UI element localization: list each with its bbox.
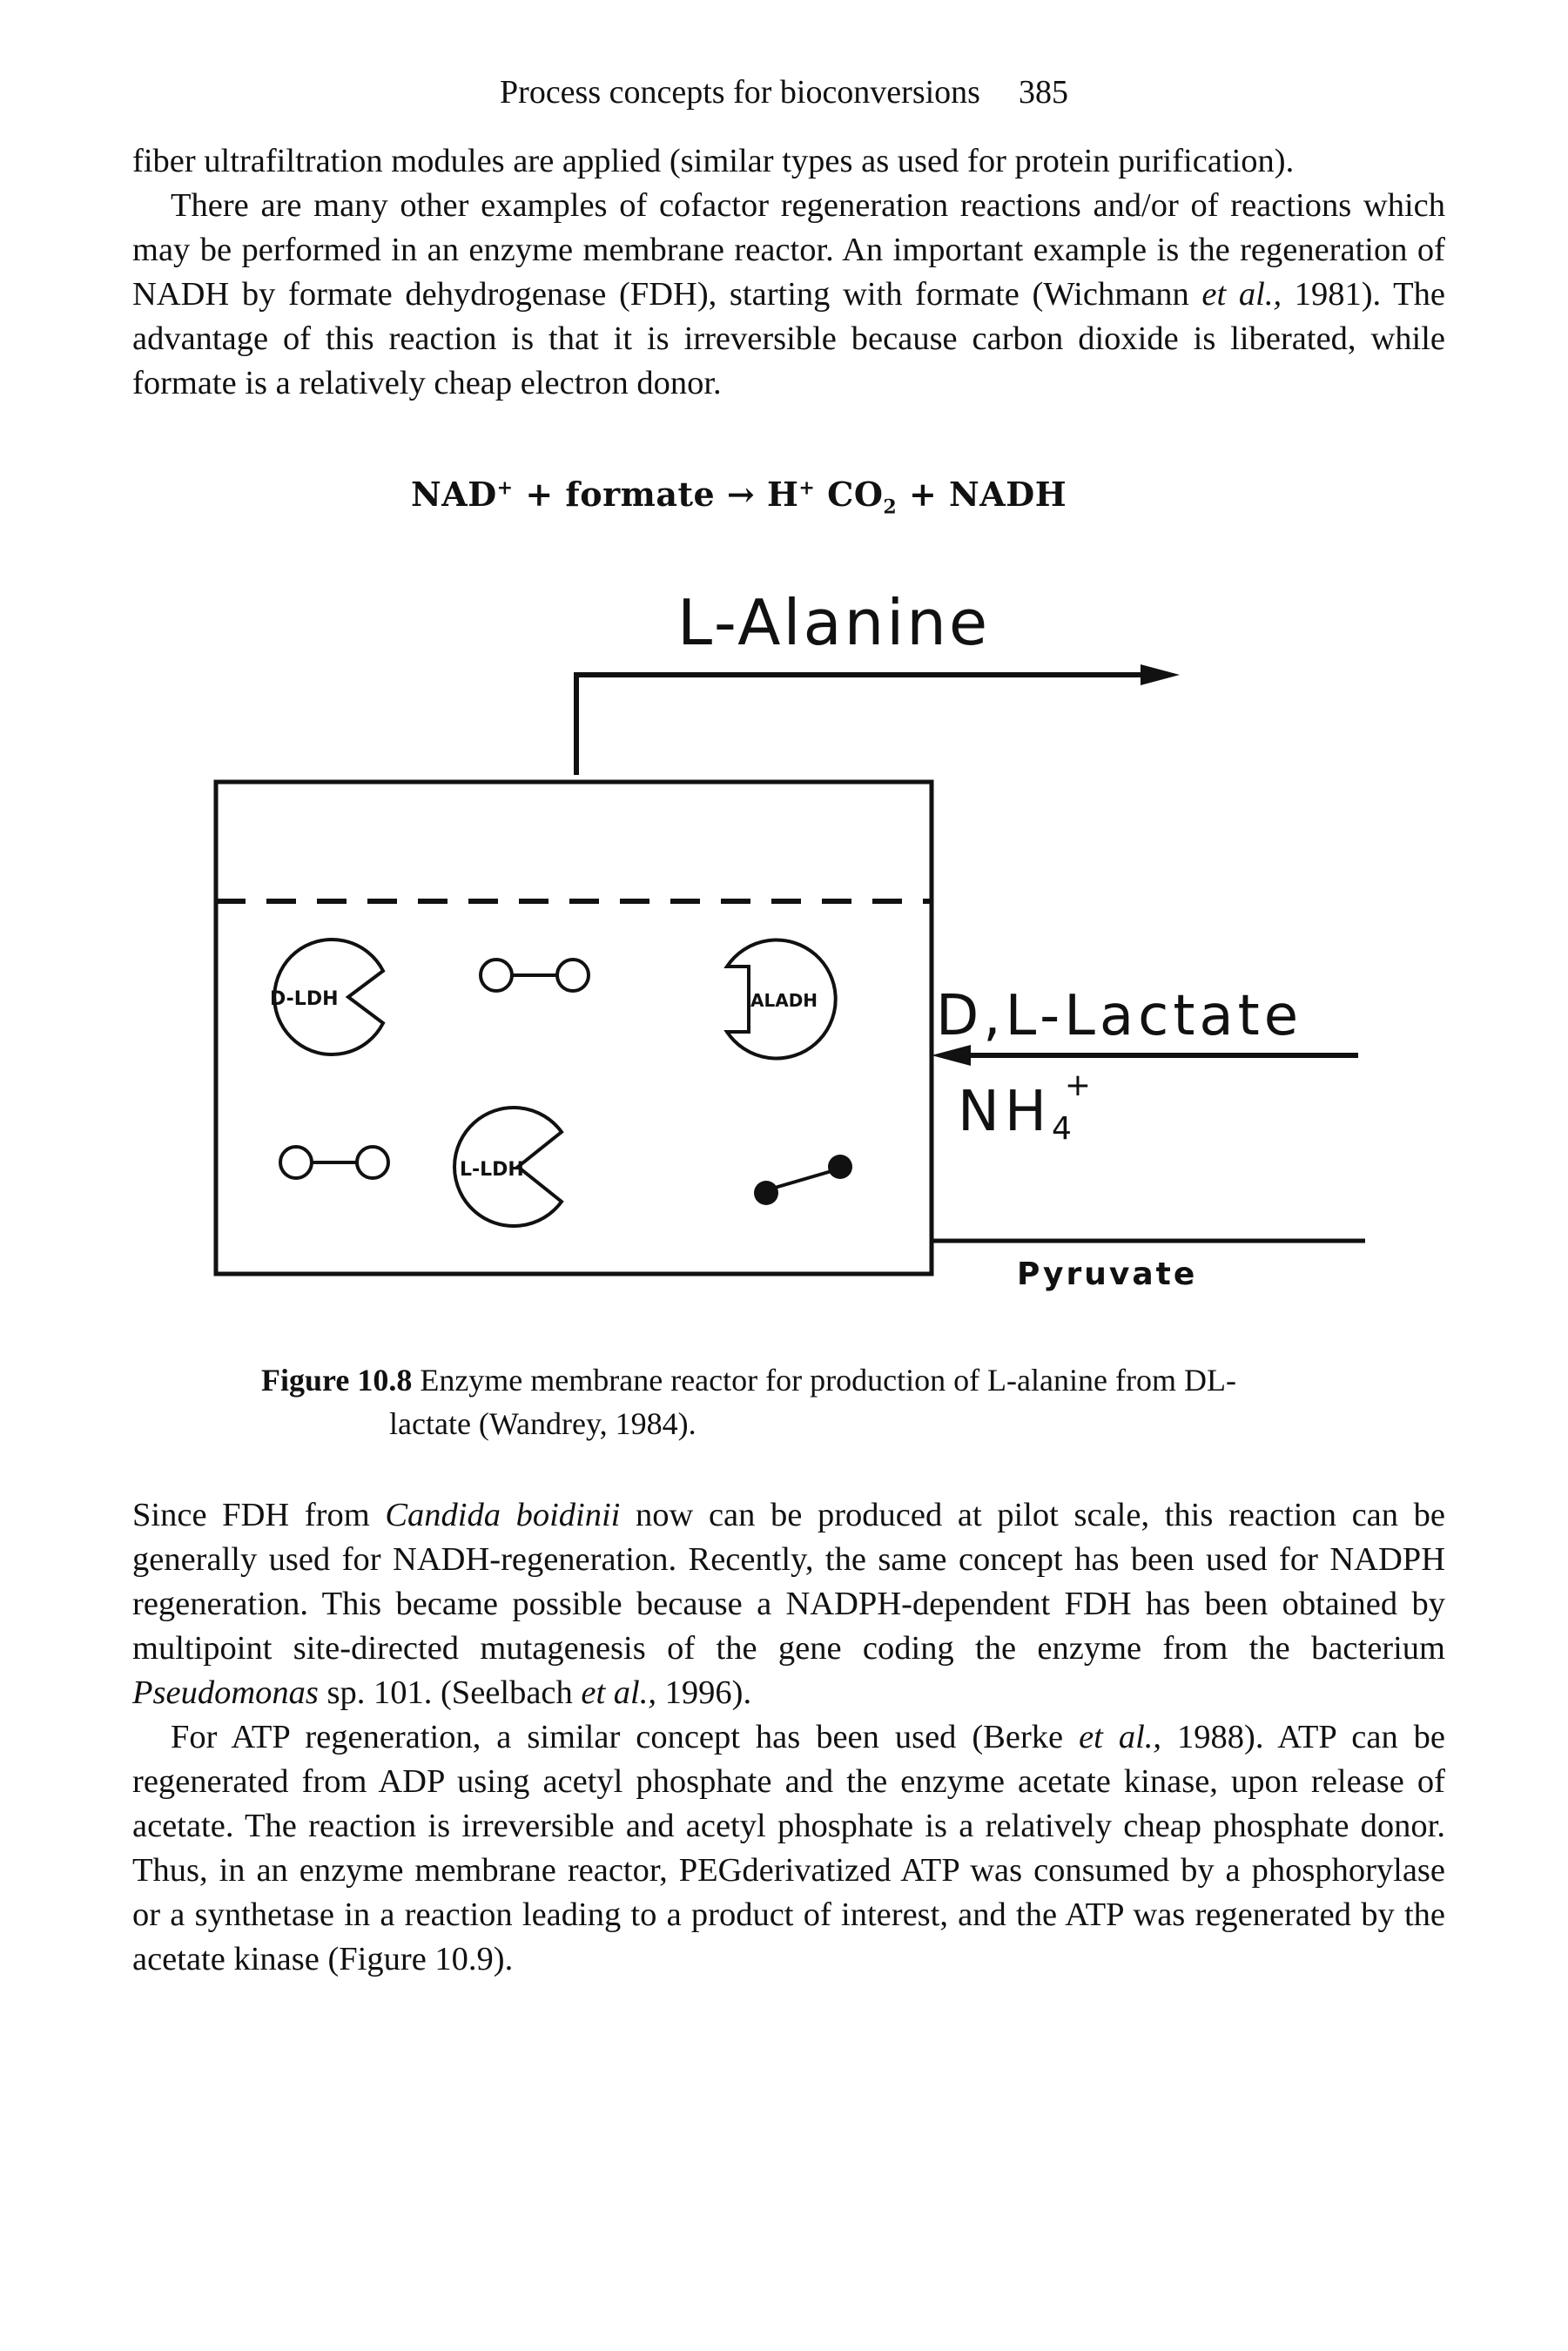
paragraph: Since FDH from Candida boidinii now can … <box>132 1497 1445 1711</box>
pyruvate-label: Pyruvate <box>1017 1256 1197 1292</box>
ammonium-label: NH4+ <box>958 1068 1096 1147</box>
enzyme-label-l-ldh: L-LDH <box>460 1159 524 1181</box>
caption-text: Enzyme membrane reactor for production o… <box>412 1363 1236 1398</box>
feed-label: D,L-Lactate <box>936 984 1302 1048</box>
running-header: Process concepts for bioconversions 385 <box>0 73 1568 111</box>
outlet-arrow <box>1141 664 1180 685</box>
eq-nad-sup: + <box>496 476 514 500</box>
product-label: L-Alanine <box>677 586 990 659</box>
reactor-vessel <box>213 779 934 1277</box>
paragraph: There are many other examples of cofacto… <box>132 187 1446 401</box>
caption-text-line2: lactate (Wandrey, 1984). <box>389 1406 697 1441</box>
eq-co: CO <box>815 475 884 514</box>
enzyme-label-d-ldh: D-LDH <box>270 988 339 1010</box>
enzyme-d-ldh: D-LDH <box>270 938 386 1056</box>
substrate-molecule <box>479 958 590 993</box>
substrate-molecule <box>279 1145 390 1180</box>
eq-nad: NAD <box>411 475 497 514</box>
body-text-bottom: Since FDH from Candida boidinii now can … <box>132 1493 1445 1982</box>
paragraph: For ATP regeneration, a similar concept … <box>132 1719 1446 1977</box>
product-molecule <box>754 1155 852 1205</box>
header-title: Process concepts for bioconversions <box>500 74 980 111</box>
eq-formate: + formate <box>513 475 727 514</box>
eq-nadh: + NADH <box>897 475 1067 514</box>
eq-co-sub: 2 <box>883 495 898 519</box>
page-number: 385 <box>1018 74 1068 111</box>
figure-caption: Figure 10.8 Enzyme membrane reactor for … <box>261 1358 1306 1445</box>
eq-arrow: → <box>726 475 756 514</box>
enzyme-aladh: ALADH <box>723 938 838 1061</box>
body-text-top: fiber ultrafiltration modules are applie… <box>132 139 1445 406</box>
eq-h-sup: + <box>798 476 816 500</box>
enzyme-l-ldh: L-LDH <box>453 1106 564 1228</box>
feed-arrow <box>932 1045 971 1066</box>
outlet-pipe <box>574 672 1141 775</box>
enzyme-label-aladh: ALADH <box>750 990 818 1011</box>
figure-label: Figure 10.8 <box>261 1363 413 1398</box>
eq-h: H <box>755 475 799 514</box>
reaction-equation: NAD+ + formate → H+ CO2 + NADH <box>411 475 1067 519</box>
paragraph: fiber ultrafiltration modules are applie… <box>132 143 1295 179</box>
